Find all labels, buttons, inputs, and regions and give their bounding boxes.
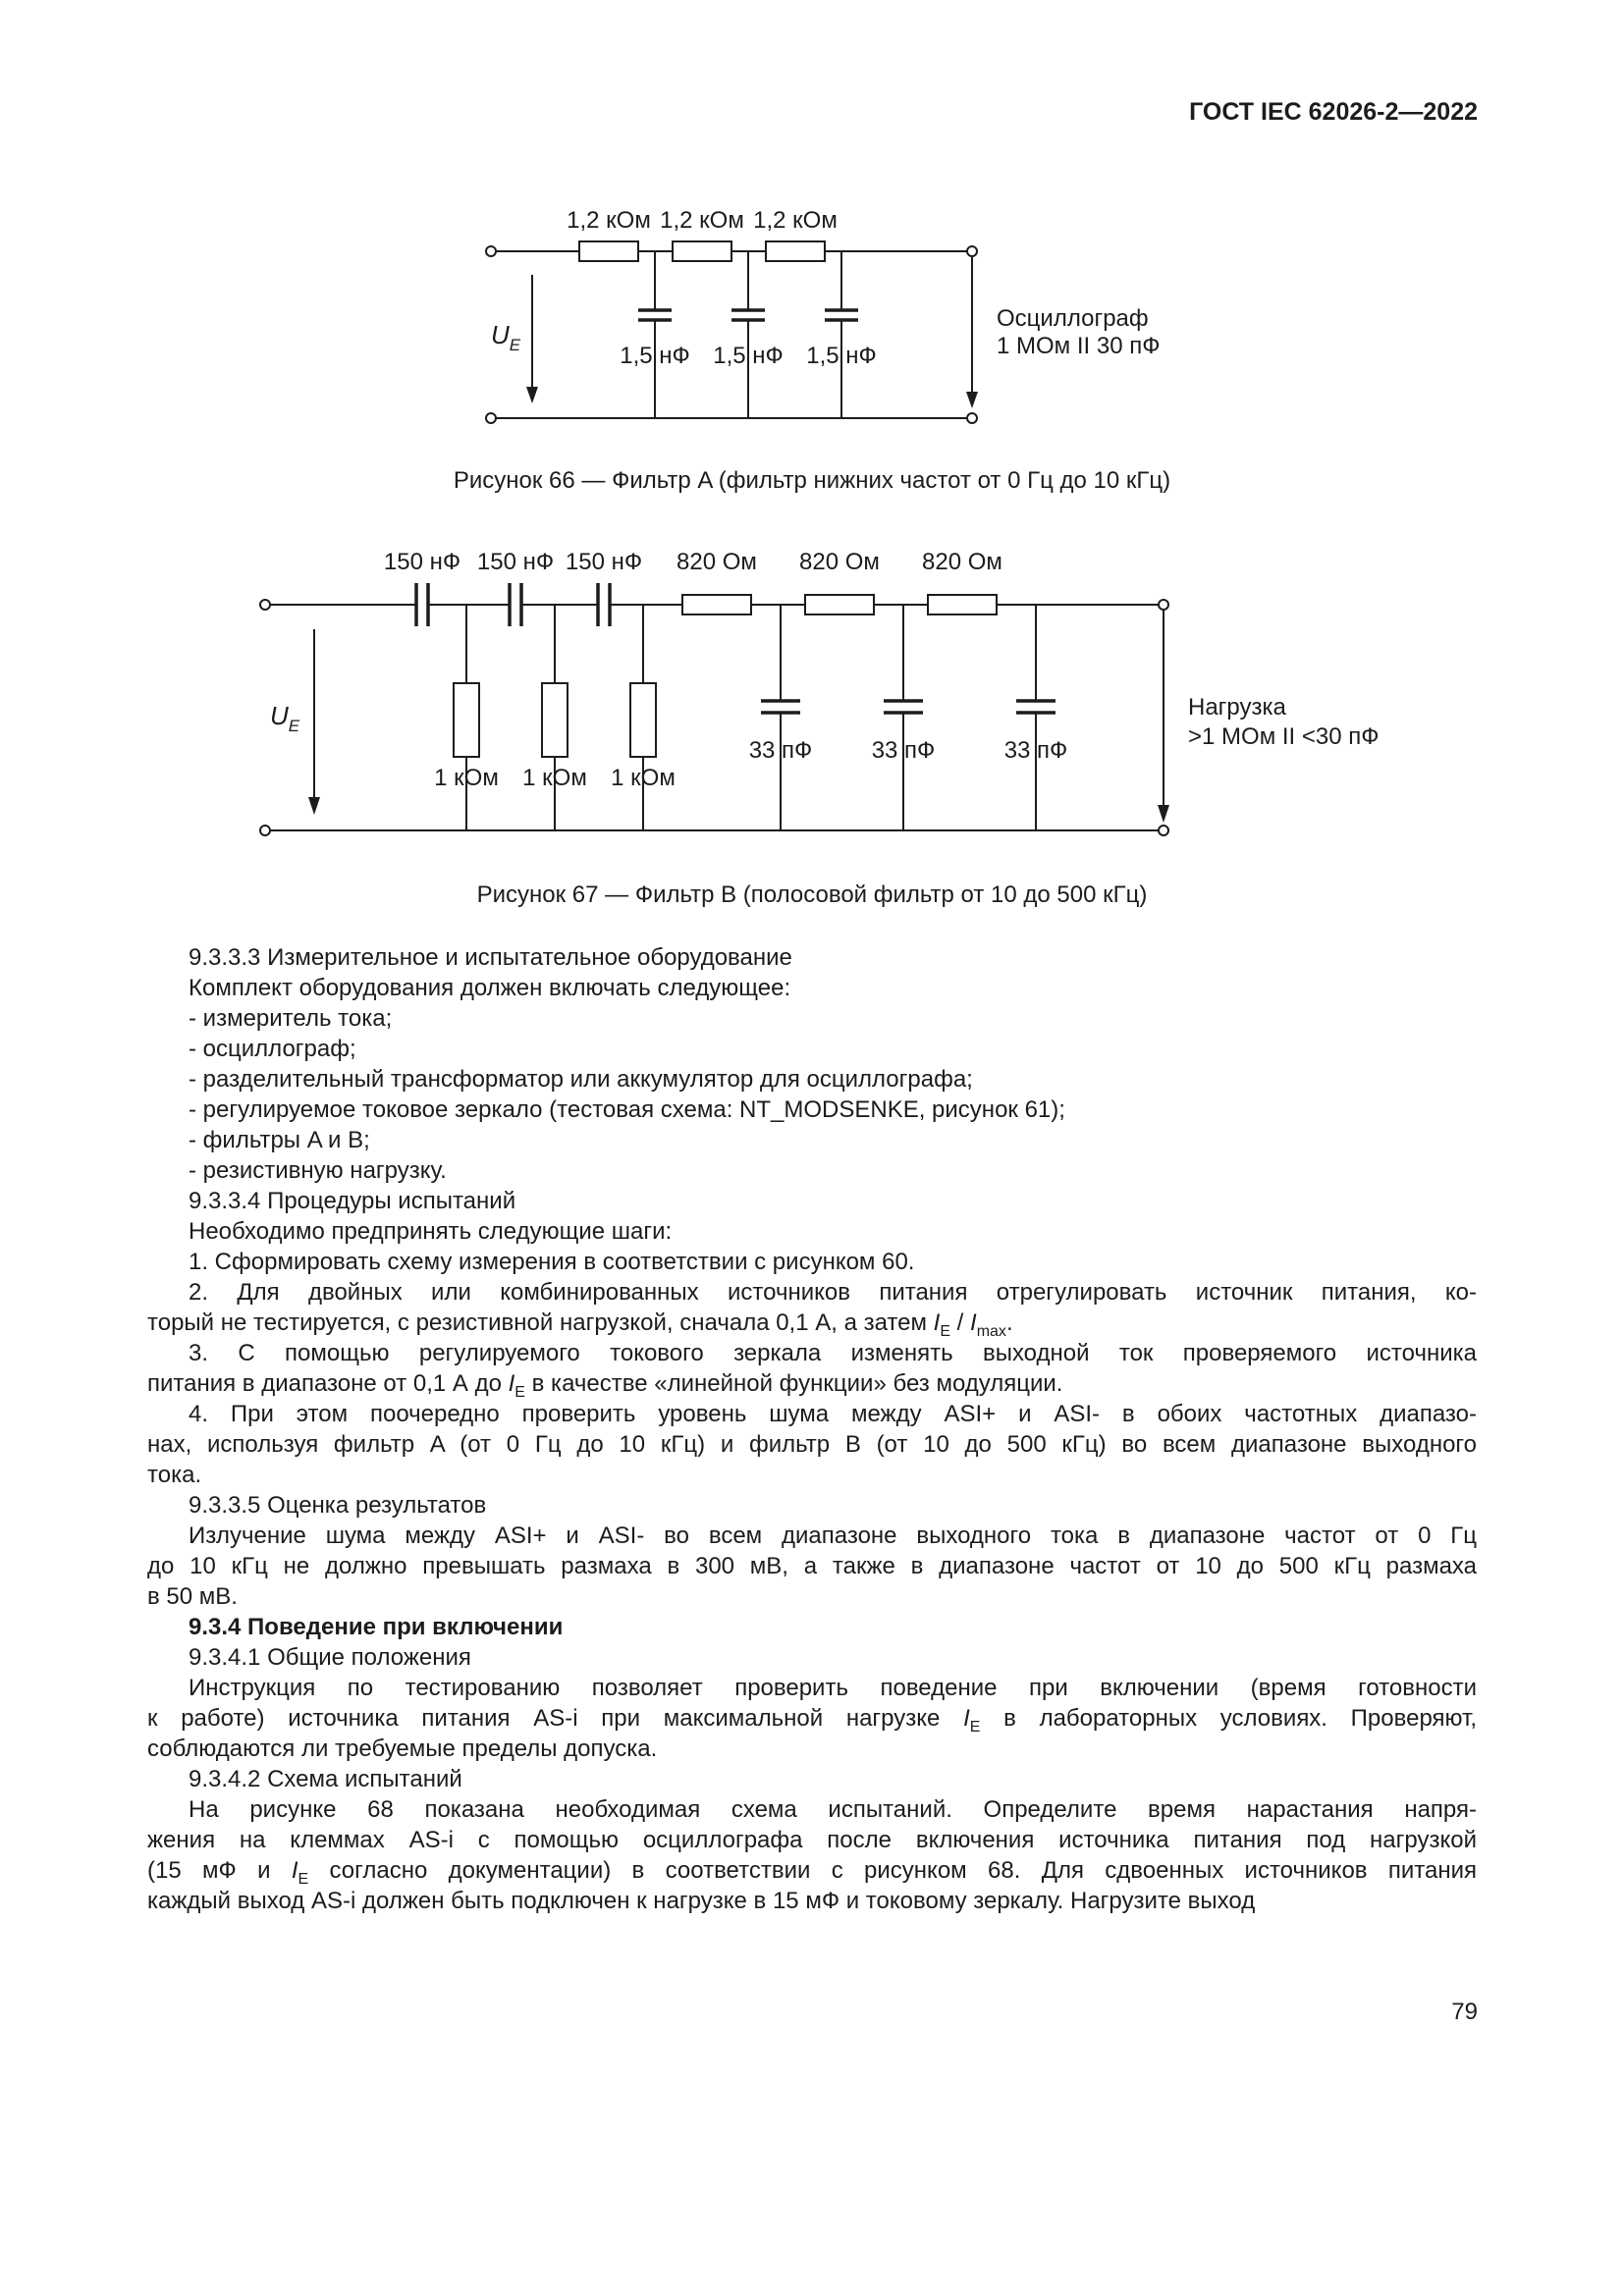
- text-line: На рисунке 68 показана необходимая схема…: [189, 1796, 1477, 1823]
- shunt-resistor-label: 1 кОм: [522, 765, 587, 791]
- shunt-capacitor-symbol-3: [1016, 605, 1056, 830]
- capacitor-label: 1,5 нФ: [713, 343, 784, 369]
- shunt-capacitor-symbol-3: [825, 251, 858, 418]
- resistor-label: 1,2 кОм: [753, 207, 838, 234]
- series-resistor-label: 820 Ом: [677, 549, 757, 575]
- shunt-resistor-symbols: [453, 605, 657, 830]
- page-header: ГОСТ IEC 62026-2—2022: [1189, 98, 1478, 126]
- text-line: Излучение шума между ASI+ и ASI- во всем…: [189, 1522, 1477, 1549]
- text-line: 2. Для двойных или комбинированных источ…: [189, 1279, 1477, 1306]
- shunt-capacitor-label: 33 пФ: [1004, 737, 1068, 764]
- text-line: 9.3.3.5 Оценка результатов: [189, 1492, 487, 1519]
- wires: [491, 250, 972, 419]
- text-line: Комплект оборудования должен включать сл…: [189, 975, 791, 1001]
- text-line: к работе) источника питания AS-i при мак…: [147, 1705, 1477, 1735]
- figure-66-filter-a-schematic: UE 1,2 кОм 1,2 кОм 1,2 кОм 1,5 нФ 1,5 нФ…: [485, 207, 1160, 424]
- body-text: 9.3.3.3 Измерительное и испытательное об…: [147, 942, 1477, 1916]
- text-line: 9.3.4.1 Общие положения: [189, 1644, 471, 1671]
- text-line: - разделительный трансформатор или аккум…: [189, 1066, 973, 1093]
- text-line: 9.3.4 Поведение при включении: [189, 1614, 564, 1640]
- text-line: 1. Сформировать схему измерения в соотве…: [189, 1249, 915, 1275]
- output-measure-arrow: [1158, 610, 1169, 823]
- series-capacitor-symbol-2: [508, 583, 523, 626]
- shunt-capacitor-label: 33 пФ: [749, 737, 813, 764]
- input-voltage-label: UE: [491, 320, 521, 354]
- text-line: - резистивную нагрузку.: [189, 1157, 447, 1184]
- series-capacitor-symbol-3: [596, 583, 612, 626]
- figure-67-caption: Рисунок 67 — Фильтр B (полосовой фильтр …: [476, 881, 1148, 908]
- series-capacitor-label: 150 нФ: [384, 549, 460, 575]
- input-voltage-arrow: [526, 275, 538, 403]
- series-resistor-symbols: [681, 594, 998, 615]
- capacitor-label: 1,5 нФ: [806, 343, 877, 369]
- shunt-capacitor-symbol-1: [761, 605, 800, 830]
- output-impedance-label: 1 МОм II 30 пФ: [997, 333, 1160, 359]
- shunt-capacitor-symbol-2: [884, 605, 923, 830]
- series-resistor-label: 820 Ом: [922, 549, 1002, 575]
- shunt-capacitor-label: 33 пФ: [872, 737, 936, 764]
- text-line: 9.3.4.2 Схема испытаний: [189, 1766, 462, 1792]
- shunt-capacitor-symbol-2: [731, 251, 765, 418]
- series-capacitor-label: 150 нФ: [566, 549, 642, 575]
- resistor-label: 1,2 кОм: [567, 207, 651, 234]
- input-voltage-label: UE: [270, 701, 300, 735]
- text-line: каждый выход AS-i должен быть подключен …: [147, 1888, 1256, 1914]
- output-measure-arrow: [966, 256, 978, 408]
- text-line: до 10 кГц не должно превышать размаха в …: [147, 1553, 1477, 1579]
- capacitor-label: 1,5 нФ: [620, 343, 690, 369]
- text-line: тока.: [147, 1462, 202, 1488]
- text-line: 9.3.3.4 Процедуры испытаний: [189, 1188, 516, 1214]
- page-number: 79: [1451, 1999, 1478, 2025]
- text-line: 9.3.3.3 Измерительное и испытательное об…: [189, 944, 792, 971]
- text-line: питания в диапазоне от 0,1 А до IE в кач…: [147, 1370, 1063, 1401]
- text-line: 4. При этом поочередно проверить уровень…: [189, 1401, 1477, 1427]
- terminal-circles: [485, 245, 978, 424]
- shunt-capacitor-symbol-1: [638, 251, 672, 418]
- shunt-resistor-label: 1 кОм: [434, 765, 499, 791]
- series-capacitor-symbol-1: [414, 583, 430, 626]
- output-load-label: Нагрузка: [1188, 694, 1287, 721]
- input-voltage-arrow: [308, 629, 320, 815]
- text-line: торый не тестируется, с резистивной нагр…: [147, 1309, 1013, 1340]
- output-impedance-label: >1 МОм II <30 пФ: [1188, 723, 1379, 750]
- figure-66-caption: Рисунок 66 — Фильтр A (фильтр нижних час…: [453, 467, 1171, 494]
- text-line: в 50 мВ.: [147, 1583, 238, 1610]
- series-resistor-symbols: [578, 240, 826, 262]
- series-resistor-label: 820 Ом: [799, 549, 880, 575]
- series-capacitor-label: 150 нФ: [477, 549, 554, 575]
- wires: [265, 604, 1164, 831]
- text-line: - осциллограф;: [189, 1036, 356, 1062]
- text-line: (15 мФ и IE согласно документации) в соо…: [147, 1857, 1478, 1888]
- text-line: соблюдаются ли требуемые пределы допуска…: [147, 1735, 658, 1762]
- text-line: - измеритель тока;: [189, 1005, 393, 1032]
- text-line: жения на клеммах AS-i с помощью осциллог…: [147, 1827, 1477, 1853]
- text-line: Необходимо предпринять следующие шаги:: [189, 1218, 673, 1245]
- figure-67-filter-b-schematic: UE 150 нФ 150 нФ 150 нФ 1 кОм 1 кОм 1 кО…: [259, 549, 1379, 836]
- shunt-resistor-label: 1 кОм: [611, 765, 676, 791]
- output-device-label: Осциллограф: [997, 305, 1149, 332]
- text-line: 3. С помощью регулируемого токового зерк…: [189, 1340, 1477, 1366]
- resistor-label: 1,2 кОм: [660, 207, 744, 234]
- terminal-circles: [259, 599, 1169, 836]
- text-line: Инструкция по тестированию позволяет про…: [189, 1675, 1477, 1701]
- text-line: - фильтры A и B;: [189, 1127, 370, 1153]
- text-line: - регулируемое токовое зеркало (тестовая…: [189, 1096, 1065, 1123]
- text-line: нах, используя фильтр A (от 0 Гц до 10 к…: [147, 1431, 1477, 1458]
